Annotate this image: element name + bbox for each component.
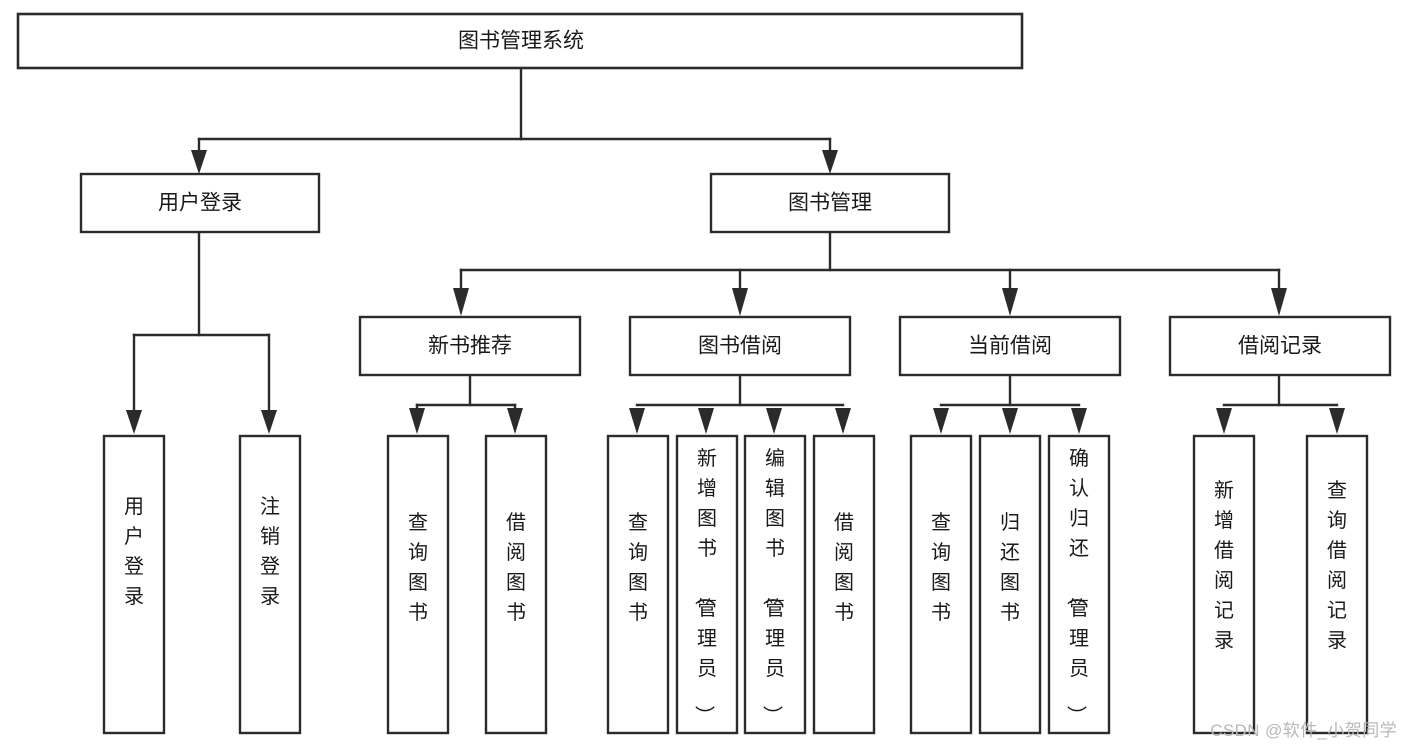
leaf-book-borrow-edit-box xyxy=(743,434,807,735)
leaf-new-book-query-label: 查询图书 xyxy=(408,511,428,624)
arrowhead-book-borrow xyxy=(732,288,748,316)
leaf-book-borrow-query-label: 查询图书 xyxy=(628,511,648,624)
node-new-book-recommend-label: 新书推荐 xyxy=(428,335,512,358)
leaf-user-login-login-label: 用户登录 xyxy=(124,496,144,608)
node-new-book-recommend[interactable]: 新书推荐 xyxy=(358,315,582,377)
arrowhead-borrow-record xyxy=(1271,288,1287,316)
leaf-current-borrow-confirm[interactable]: 确认归还（管理员） xyxy=(1047,434,1111,735)
node-book-management-box xyxy=(709,172,951,234)
arrowhead-newbook-leaf-2 xyxy=(507,408,523,434)
node-current-borrow-box xyxy=(898,315,1122,377)
arrowhead-new-book-recommend xyxy=(453,288,469,316)
leaf-new-book-query-box xyxy=(386,434,450,735)
leaf-book-borrow-borrow[interactable]: 借阅图书 xyxy=(812,434,876,735)
arrowhead-bookborrow-leaf-4 xyxy=(835,408,851,434)
node-book-borrow-label: 图书借阅 xyxy=(698,335,782,358)
node-new-book-recommend-box xyxy=(358,315,582,377)
leaf-current-borrow-confirm-label: 确认归还（管理员） xyxy=(1064,447,1089,725)
leaf-current-borrow-query-box xyxy=(909,434,973,735)
arrowhead-bookborrow-leaf-3 xyxy=(766,408,782,434)
leaf-user-login-logout[interactable]: 注销登录 xyxy=(238,434,302,735)
leaf-new-book-borrow[interactable]: 借阅图书 xyxy=(484,434,548,735)
leaf-borrow-record-add-label: 新增借阅记录 xyxy=(1214,479,1234,652)
leaf-borrow-record-query-label: 查询借阅记录 xyxy=(1327,479,1347,652)
leaf-book-borrow-edit[interactable]: 编辑图书（管理员） xyxy=(743,434,807,735)
leaf-borrow-record-add[interactable]: 新增借阅记录 xyxy=(1192,434,1256,735)
leaf-borrow-record-query-box xyxy=(1305,434,1369,735)
node-root-book-management-system[interactable]: 图书管理系统 xyxy=(16,12,1024,70)
leaf-borrow-record-query[interactable]: 查询借阅记录 xyxy=(1305,434,1369,735)
leaf-book-borrow-add[interactable]: 新增图书（管理员） xyxy=(675,434,739,735)
leaf-book-borrow-query[interactable]: 查询图书 xyxy=(606,434,670,735)
leaf-new-book-borrow-box xyxy=(484,434,548,735)
arrowhead-bookborrow-leaf-1 xyxy=(629,408,645,434)
leaf-borrow-record-add-box xyxy=(1192,434,1256,735)
leaf-user-login-logout-box xyxy=(238,434,302,735)
arrowhead-newbook-leaf-1 xyxy=(409,408,425,434)
leaf-user-login-logout-label: 注销登录 xyxy=(260,495,280,608)
arrowhead-borrowrecord-leaf-1 xyxy=(1216,408,1232,434)
leaf-book-borrow-add-label: 新增图书（管理员） xyxy=(692,447,717,725)
node-user-login-label: 用户登录 xyxy=(158,192,242,215)
arrowhead-current-borrow xyxy=(1002,288,1018,316)
leaf-book-borrow-query-box xyxy=(606,434,670,735)
node-borrow-record-box xyxy=(1168,315,1392,377)
arrowhead-userlogin-leaf-2 xyxy=(261,410,277,434)
leaf-user-login-login-box xyxy=(102,434,166,735)
node-borrow-record[interactable]: 借阅记录 xyxy=(1168,315,1392,377)
node-borrow-record-label: 借阅记录 xyxy=(1238,335,1322,358)
leaf-current-borrow-return-label: 归还图书 xyxy=(1000,511,1020,624)
arrowhead-bookborrow-leaf-2 xyxy=(698,408,714,434)
leaf-current-borrow-confirm-box xyxy=(1047,434,1111,735)
edge-layer xyxy=(126,66,1345,434)
csdn-watermark: CSDN @软件_小贺同学 xyxy=(1210,721,1397,740)
leaf-book-borrow-borrow-label: 借阅图书 xyxy=(834,511,854,624)
leaf-current-borrow-return-box xyxy=(978,434,1042,735)
node-root-box xyxy=(16,12,1024,70)
leaf-book-borrow-edit-label: 编辑图书（管理员） xyxy=(760,447,785,725)
arrowhead-currentborrow-leaf-2 xyxy=(1002,408,1018,434)
leaf-new-book-query[interactable]: 查询图书 xyxy=(386,434,450,735)
node-root-label: 图书管理系统 xyxy=(458,30,584,53)
arrowhead-borrowrecord-leaf-2 xyxy=(1329,408,1345,434)
arrowhead-currentborrow-leaf-3 xyxy=(1071,408,1087,434)
node-book-borrow-box xyxy=(628,315,852,377)
node-current-borrow[interactable]: 当前借阅 xyxy=(898,315,1122,377)
leaf-new-book-borrow-label: 借阅图书 xyxy=(506,511,526,624)
arrowhead-currentborrow-leaf-1 xyxy=(933,408,949,434)
arrowhead-book-manage xyxy=(822,150,838,174)
arrowhead-userlogin-leaf-1 xyxy=(126,410,142,434)
node-book-management[interactable]: 图书管理 xyxy=(709,172,951,234)
node-user-login[interactable]: 用户登录 xyxy=(79,172,321,234)
leaf-book-borrow-add-box xyxy=(675,434,739,735)
node-book-management-label: 图书管理 xyxy=(788,192,872,215)
leaf-current-borrow-query-label: 查询图书 xyxy=(931,511,951,624)
leaf-user-login-login[interactable]: 用户登录 xyxy=(102,434,166,735)
arrowhead-user-login xyxy=(191,150,207,174)
leaf-book-borrow-borrow-box xyxy=(812,434,876,735)
node-user-login-box xyxy=(79,172,321,234)
leaf-current-borrow-return[interactable]: 归还图书 xyxy=(978,434,1042,735)
node-book-borrow[interactable]: 图书借阅 xyxy=(628,315,852,377)
leaf-current-borrow-query[interactable]: 查询图书 xyxy=(909,434,973,735)
node-current-borrow-label: 当前借阅 xyxy=(968,335,1052,358)
